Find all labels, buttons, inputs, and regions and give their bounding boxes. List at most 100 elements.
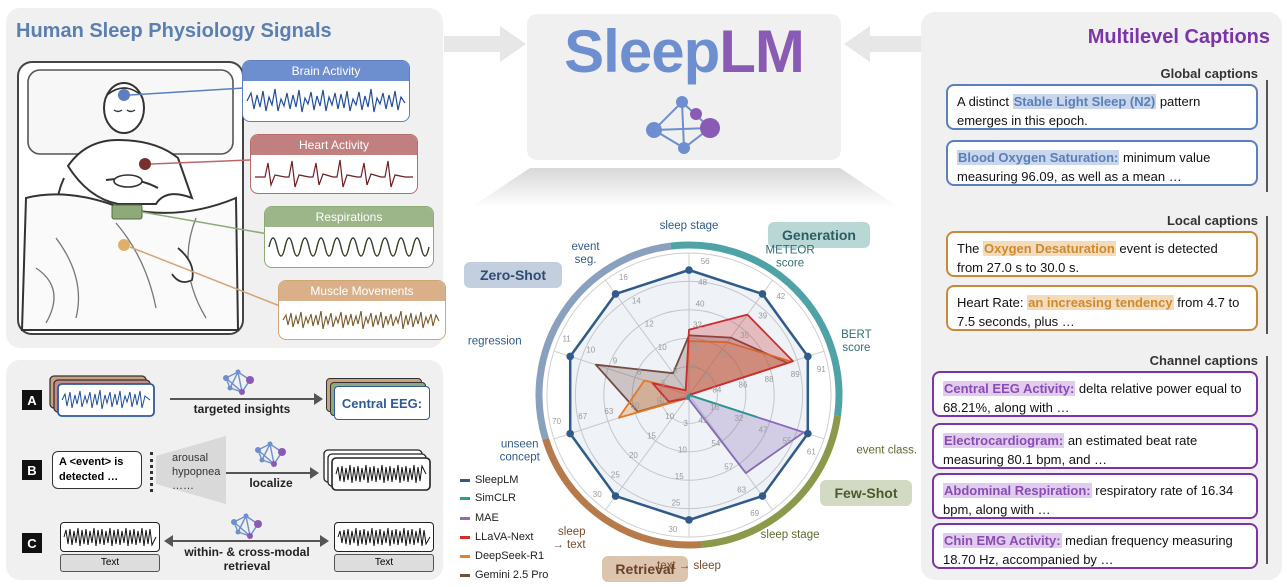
legend-llava: LLaVA-Next	[460, 531, 534, 543]
heart-activity-label: Heart Activity	[251, 135, 417, 155]
task-c-caption-line2: retrieval	[223, 559, 271, 573]
task-a-caption: targeted insights	[193, 402, 291, 416]
radar-tick-label: 40	[696, 299, 705, 308]
radar-point-sleeplm	[566, 352, 574, 361]
legend-sleeplm: SleepLM	[460, 474, 518, 486]
sleeplm-logo-part2: LM	[719, 18, 805, 85]
legend-swatch	[460, 554, 470, 558]
task-b-caption: localize	[249, 476, 293, 490]
radar-point-sleeplm	[611, 492, 620, 500]
radar-tick-label: 16	[710, 403, 719, 412]
radar-tick-label: 63	[737, 486, 746, 495]
local-caption-2: Heart Rate: an increasing tendency from …	[946, 285, 1258, 331]
radar-tick-label: 84	[712, 386, 721, 395]
radar-point-sleeplm	[685, 266, 693, 274]
radar-point-sleeplm	[611, 290, 620, 298]
zero-shot-ring-arc	[535, 242, 672, 440]
radar-series-sleeplm	[568, 268, 810, 522]
task-b-template-line1: A <event> is	[59, 456, 124, 468]
radar-tick-label: 10	[658, 343, 667, 352]
radar-axis-label: → text	[552, 539, 586, 551]
radar-tick-label: 5	[661, 379, 666, 388]
respirations-box: Respirations	[264, 206, 434, 268]
task-b-dots	[150, 452, 161, 492]
brain-activity-label: Brain Activity	[243, 61, 409, 81]
global-caption-1: A distinct Stable Light Sleep (N2) patte…	[946, 84, 1258, 130]
task-c-letter: C	[22, 533, 42, 553]
radar-tick-label: 41	[698, 416, 707, 425]
channel-caption-3: Abdominal Respiration: respiratory rate …	[932, 473, 1258, 519]
legend-gemini: Gemini 2.5 Pro	[460, 569, 548, 581]
task-b-arrowhead	[310, 467, 319, 479]
radar-tick-label: 67	[578, 412, 587, 421]
radar-axis-label: event	[571, 241, 600, 253]
radar-tick-label: 60	[631, 402, 640, 411]
radar-tick-label: 91	[817, 365, 826, 374]
radar-axis-label: sleep	[558, 526, 586, 538]
task-c-caption: within- & cross-modal retrieval	[172, 545, 322, 573]
radar-tick-label: 55	[783, 437, 792, 446]
task-b-letter: B	[22, 460, 42, 480]
heart-wave	[255, 159, 413, 188]
task-c-right-text: Text	[334, 554, 434, 572]
radar-tick-label: 30	[668, 525, 677, 534]
flow-arrow-left	[444, 26, 526, 62]
radar-tick-label: 14	[632, 296, 641, 305]
radar-tick-label: 56	[701, 257, 710, 266]
heart-activity-box: Heart Activity	[250, 134, 418, 194]
respirations-label: Respirations	[265, 207, 433, 227]
sleeplm-network-icon	[646, 96, 720, 154]
radar-tick-label: 28	[704, 370, 713, 379]
radar-axis-label: sleep stage	[660, 220, 719, 232]
radar-tick-label: 61	[807, 448, 816, 457]
sleeplm-mini-icon-c	[231, 513, 262, 539]
radar-tick-label: 10	[586, 345, 595, 354]
radar-tick-label: 63	[604, 407, 613, 416]
task-a-arrow	[170, 398, 318, 400]
brain-wave	[246, 88, 406, 113]
task-b-arrow	[226, 472, 312, 474]
legend-swatch	[460, 496, 470, 500]
legend-simclr: SimCLR	[460, 492, 516, 504]
radar-point-sleeplm	[804, 429, 812, 438]
respiration-wave	[268, 237, 430, 257]
caption-highlight: Central EEG Activity:	[943, 381, 1076, 396]
local-captions-heading: Local captions	[1166, 213, 1258, 228]
sleeplm-mini-icon-b	[255, 441, 286, 467]
radar-point-sleeplm	[685, 516, 693, 524]
radar-axis-label: event class.	[856, 444, 917, 456]
radar-tick-label: 69	[750, 509, 759, 518]
task-a-input-stack	[49, 375, 155, 417]
radar-tick-label: 20	[629, 451, 638, 460]
task-b-option-1: arousal	[172, 452, 209, 464]
radar-tick-label: 12	[645, 320, 654, 329]
captions-panel-title: Multilevel Captions	[1087, 26, 1270, 48]
radar-axis-label: seg.	[575, 254, 597, 266]
few-shot-ring-arc	[701, 415, 842, 548]
radar-axis-label: concept	[500, 452, 541, 464]
task-b-output-stack	[323, 449, 431, 491]
channel-bracket	[1266, 356, 1268, 564]
radar-axis-label: regression	[468, 336, 522, 348]
radar-tick-label: 6	[637, 368, 642, 377]
radar-axis-label: unseen	[501, 439, 539, 451]
radar-axis-label: score	[842, 342, 870, 354]
brain-activity-box: Brain Activity	[242, 60, 410, 122]
radar-axis-label: METEOR	[765, 244, 814, 256]
radar-point-sleeplm	[758, 290, 767, 298]
retrieval-tab: Retrieval	[602, 556, 688, 582]
radar-tick-label: 17	[688, 363, 697, 372]
radar-tick-label: 39	[758, 312, 767, 321]
radar-tick-label: 15	[675, 472, 684, 481]
task-b-fan-shape	[156, 436, 226, 504]
task-a-arrowhead	[314, 393, 323, 405]
muscle-movements-label: Muscle Movements	[279, 281, 445, 301]
task-c-arrowhead-left	[164, 535, 173, 547]
muscle-movements-box: Muscle Movements	[278, 280, 446, 340]
radar-spoke	[553, 350, 690, 396]
task-c-right-signal	[334, 522, 434, 552]
radar-tick-label: 32	[722, 351, 731, 360]
radar-tick-label: 15	[647, 431, 656, 440]
global-caption-2: Blood Oxygen Saturation: minimum value m…	[946, 140, 1258, 186]
radar-tick-label: 88	[765, 375, 774, 384]
